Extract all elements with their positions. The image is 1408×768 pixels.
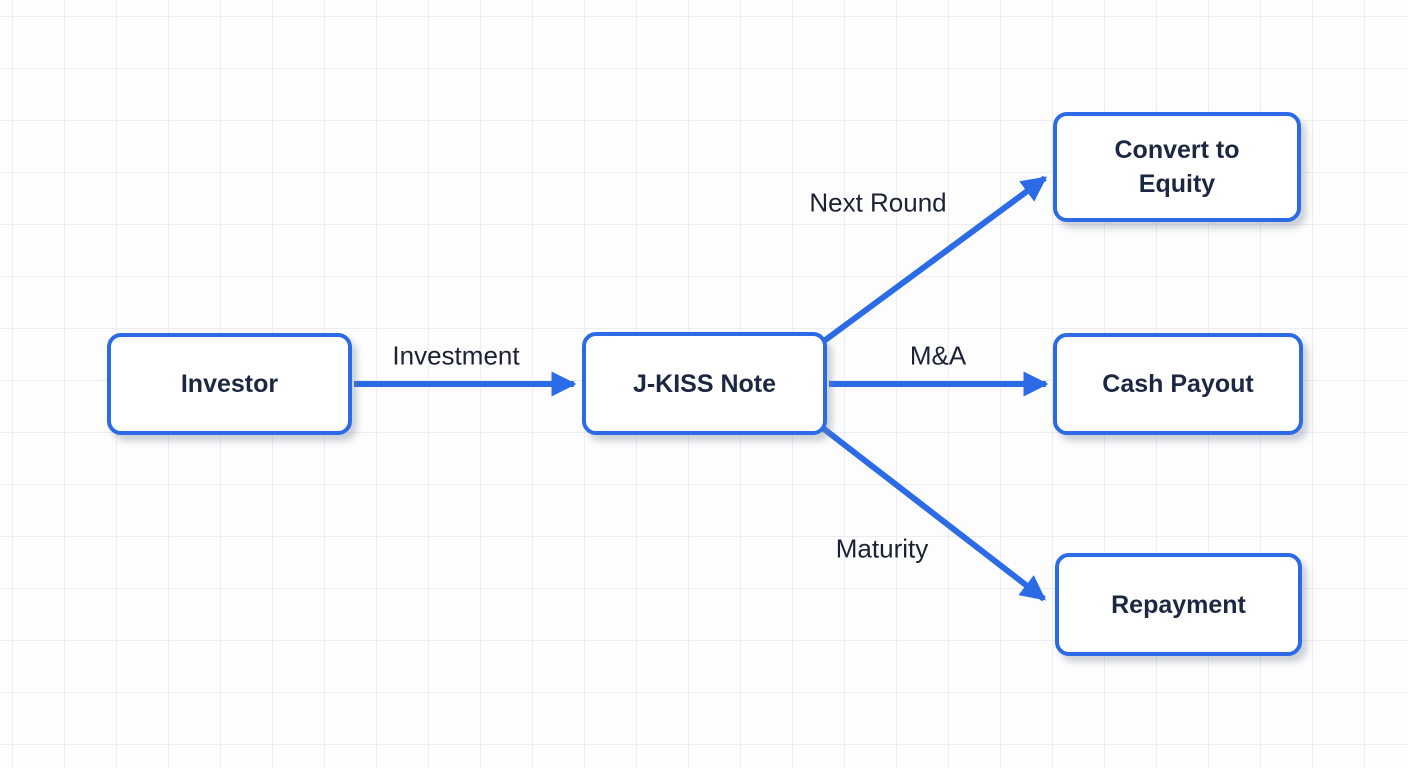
node-repayment: Repayment bbox=[1055, 553, 1302, 656]
node-jkiss-note: J-KISS Note bbox=[582, 332, 827, 435]
arrow-maturity bbox=[822, 426, 1046, 602]
node-investor: Investor bbox=[107, 333, 352, 435]
node-jkiss-note-label: J-KISS Note bbox=[632, 369, 777, 398]
node-convert-to-equity-label: Convert to Equity bbox=[1114, 136, 1240, 198]
edge-label-ma: M&A bbox=[909, 340, 967, 371]
node-repayment-label: Repayment bbox=[1111, 590, 1246, 619]
node-investor-label: Investor bbox=[180, 370, 279, 398]
edge-label-next-round: Next Round bbox=[809, 187, 947, 218]
node-cash-payout-label: Cash Payout bbox=[1102, 370, 1254, 398]
node-cash-payout: Cash Payout bbox=[1053, 333, 1303, 435]
edge-label-investment: Investment bbox=[392, 340, 520, 371]
edge-label-maturity: Maturity bbox=[835, 533, 929, 564]
arrow-next-round bbox=[822, 175, 1048, 344]
node-convert-to-equity: Convert to Equity bbox=[1053, 112, 1301, 222]
